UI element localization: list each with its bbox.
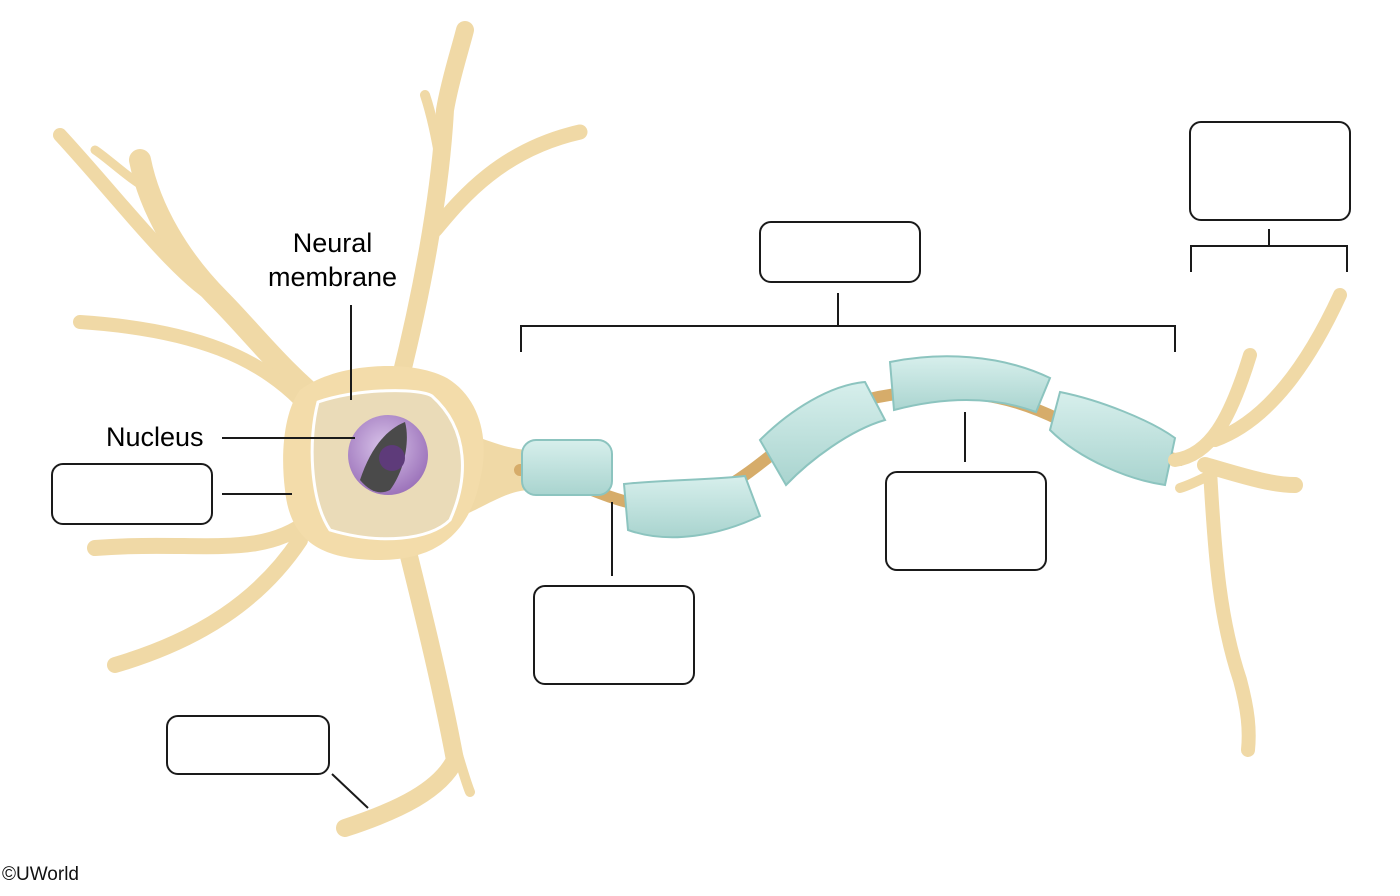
dendrite-top-c (420, 90, 445, 165)
dendrite-bottom-b (445, 725, 475, 797)
myelin-segment-4 (888, 355, 1052, 414)
dendrite-top-b (427, 124, 588, 238)
dendrite-left (73, 315, 307, 407)
cell-body-label-box[interactable] (51, 463, 213, 525)
myelin-segment-3 (758, 380, 887, 487)
copyright-notice: ©UWorld (2, 864, 79, 885)
nucleolus (379, 445, 405, 471)
dendrite-leader (331, 773, 369, 809)
terminal-label-box[interactable] (1189, 121, 1351, 221)
dendrite-upper-left-c (90, 145, 155, 195)
myelin-segment-5 (1048, 390, 1177, 487)
neural-membrane-line1: Neural (292, 228, 373, 258)
dendrite-lower-left (87, 512, 318, 556)
axon-label-box[interactable] (759, 221, 921, 283)
dendrites (53, 21, 588, 837)
leader-lines (222, 229, 1348, 809)
neural-membrane-label: Neural membrane (260, 226, 405, 294)
dendrite-label-box[interactable] (166, 715, 330, 775)
neural-membrane-line2: membrane (267, 262, 398, 292)
myelin-segment-1 (521, 439, 613, 496)
myelin-segment-2 (622, 474, 762, 539)
myelin-label-box[interactable] (885, 471, 1047, 571)
axon-terminal (1168, 288, 1347, 757)
dendrite-lower-left-b (107, 532, 308, 673)
dendrite-upper-left-b (53, 128, 227, 307)
node-label-box[interactable] (533, 585, 695, 685)
axon-bracket (520, 325, 1176, 352)
dendrite-bottom (336, 511, 464, 837)
myelin-sheath (521, 355, 1177, 539)
terminal-bracket (1190, 245, 1348, 272)
nucleus-label: Nucleus (106, 422, 204, 452)
